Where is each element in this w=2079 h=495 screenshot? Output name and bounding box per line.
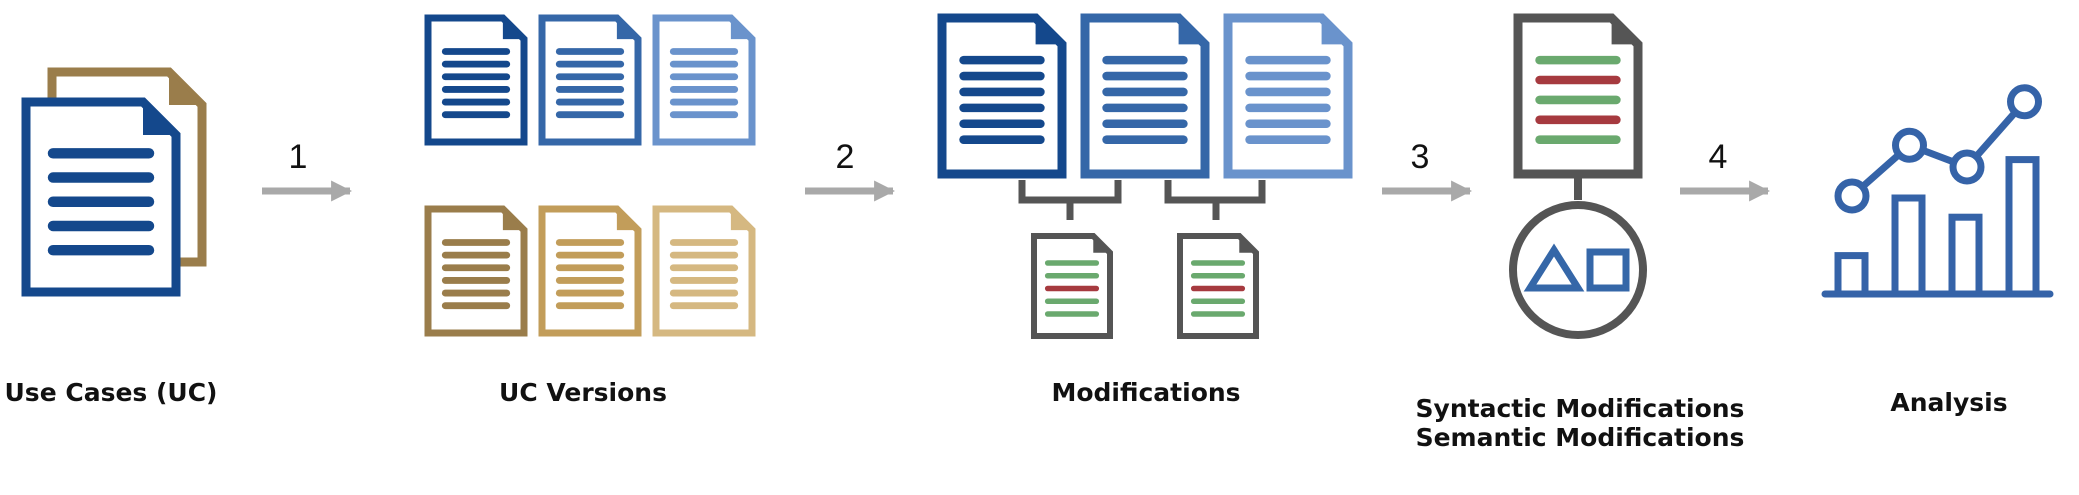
- step-4-label: 4: [1708, 138, 1728, 176]
- chart-bar: [1948, 213, 1983, 298]
- modification-connector: [1018, 180, 1266, 220]
- magnifier-icon: [1509, 178, 1647, 339]
- modification-source-document-icon: [1080, 13, 1210, 179]
- chart-bar: [1834, 252, 1869, 298]
- chart-bar: [1891, 194, 1926, 298]
- step-2-label: 2: [835, 138, 855, 176]
- triangle-icon: [1523, 243, 1585, 292]
- modification-source-document-icon: [937, 13, 1067, 179]
- chart-trend-line: [1849, 99, 2028, 199]
- classified-document-icon: [1513, 13, 1643, 179]
- chart-point: [2007, 84, 2042, 120]
- uc-version-blue-document-icon: [652, 14, 756, 146]
- uc-version-tan-document-icon: [538, 205, 642, 337]
- uc-version-blue-document-icon: [424, 14, 528, 146]
- uc-version-tan-document-icon: [424, 205, 528, 337]
- analysis-label: Analysis: [1890, 388, 2008, 417]
- syntactic-modifications-label: Syntactic Modifications: [1415, 394, 1745, 423]
- step-3-label: 3: [1410, 138, 1430, 176]
- uc-versions-label: UC Versions: [499, 378, 667, 407]
- line-bar-chart-icon: [1821, 84, 2054, 298]
- semantic-modifications-label: Semantic Modifications: [1415, 423, 1745, 452]
- uc-version-blue-document-icon: [538, 14, 642, 146]
- chart-point: [1834, 178, 1870, 214]
- modifications-label: Modifications: [1051, 378, 1241, 407]
- modification-diff-document-icon: [1177, 233, 1259, 339]
- chart-point: [1949, 149, 1985, 185]
- step-1-label: 1: [288, 138, 308, 176]
- use-cases-label: Use Cases (UC): [4, 378, 218, 407]
- modification-source-document-icon: [1223, 13, 1353, 179]
- use-case-document-icon: [21, 67, 207, 297]
- uc-version-tan-document-icon: [652, 205, 756, 337]
- modification-diff-document-icon: [1031, 233, 1113, 339]
- chart-bar: [2005, 156, 2040, 298]
- square-icon: [1586, 248, 1630, 292]
- chart-point: [1892, 127, 1927, 163]
